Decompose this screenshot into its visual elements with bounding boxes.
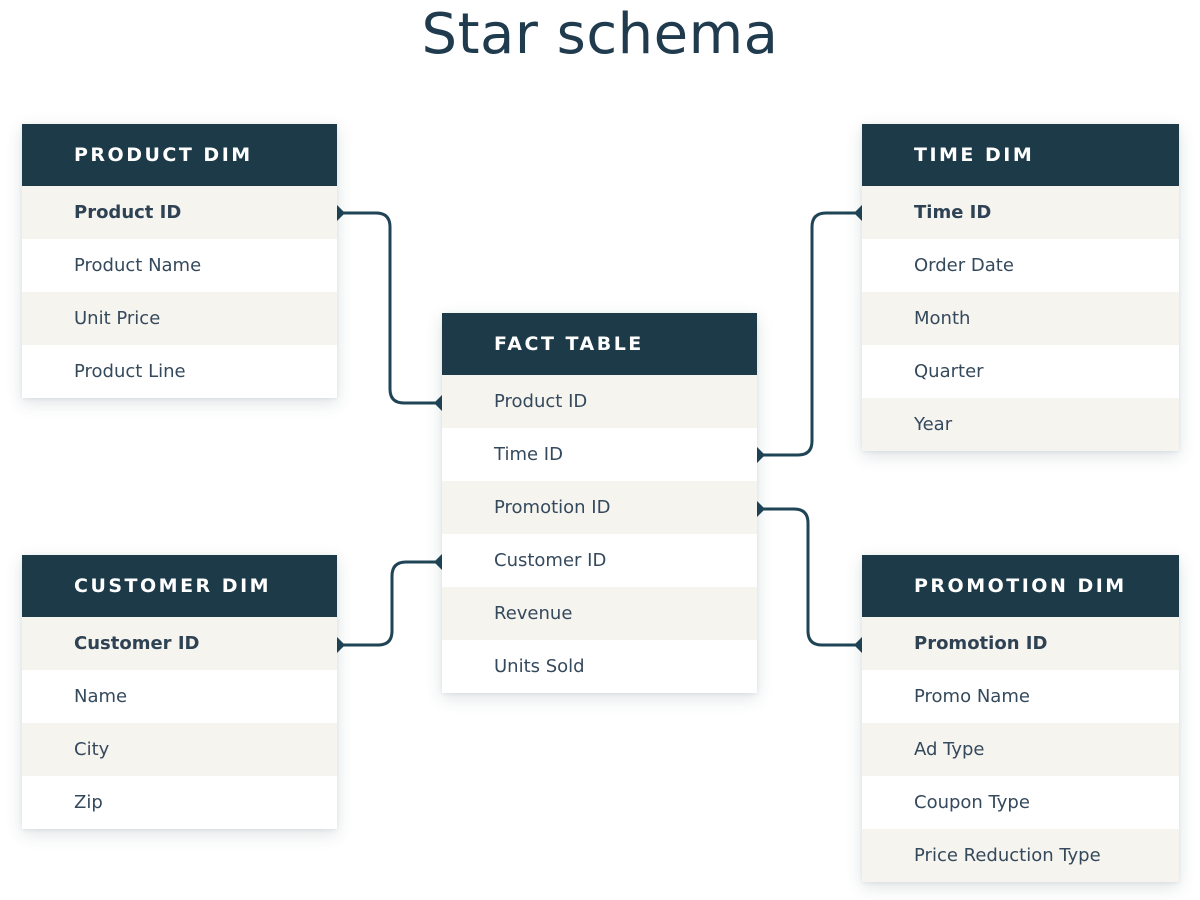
table-time-dim: TIME DIM Time ID Order Date Month Quarte… [862,124,1179,451]
connector-time-to-fact [759,211,860,457]
field-year: Year [862,398,1179,451]
field-product-id: Product ID [22,186,337,239]
table-customer-dim: CUSTOMER DIM Customer ID Name City Zip [22,555,337,829]
field-order-date: Order Date [862,239,1179,292]
table-promotion-dim: PROMOTION DIM Promotion ID Promo Name Ad… [862,555,1179,882]
table-fact: FACT TABLE Product ID Time ID Promotion … [442,313,757,693]
field-fact-customer-id: Customer ID [442,534,757,587]
field-fact-product-id: Product ID [442,375,757,428]
field-city: City [22,723,337,776]
table-product-dim: PRODUCT DIM Product ID Product Name Unit… [22,124,337,398]
table-header-time-dim: TIME DIM [862,124,1179,186]
table-rows-time-dim: Time ID Order Date Month Quarter Year [862,186,1179,451]
field-customer-id: Customer ID [22,617,337,670]
connector-customer-to-fact [340,560,439,647]
table-rows-product-dim: Product ID Product Name Unit Price Produ… [22,186,337,398]
field-zip: Zip [22,776,337,829]
field-product-line: Product Line [22,345,337,398]
field-month: Month [862,292,1179,345]
connector-product-to-fact [340,211,439,405]
field-fact-promotion-id: Promotion ID [442,481,757,534]
table-rows-promotion-dim: Promotion ID Promo Name Ad Type Coupon T… [862,617,1179,882]
field-name: Name [22,670,337,723]
field-fact-units-sold: Units Sold [442,640,757,693]
table-header-customer-dim: CUSTOMER DIM [22,555,337,617]
field-quarter: Quarter [862,345,1179,398]
field-coupon-type: Coupon Type [862,776,1179,829]
table-rows-customer-dim: Customer ID Name City Zip [22,617,337,829]
table-header-product-dim: PRODUCT DIM [22,124,337,186]
field-promo-name: Promo Name [862,670,1179,723]
field-ad-type: Ad Type [862,723,1179,776]
field-price-reduction-type: Price Reduction Type [862,829,1179,882]
field-unit-price: Unit Price [22,292,337,345]
field-fact-revenue: Revenue [442,587,757,640]
field-promotion-id: Promotion ID [862,617,1179,670]
field-fact-time-id: Time ID [442,428,757,481]
table-header-promotion-dim: PROMOTION DIM [862,555,1179,617]
connector-promotion-to-fact [759,507,860,647]
field-product-name: Product Name [22,239,337,292]
table-rows-fact: Product ID Time ID Promotion ID Customer… [442,375,757,693]
diagram-title: Star schema [421,2,779,67]
field-time-id: Time ID [862,186,1179,239]
table-header-fact: FACT TABLE [442,313,757,375]
